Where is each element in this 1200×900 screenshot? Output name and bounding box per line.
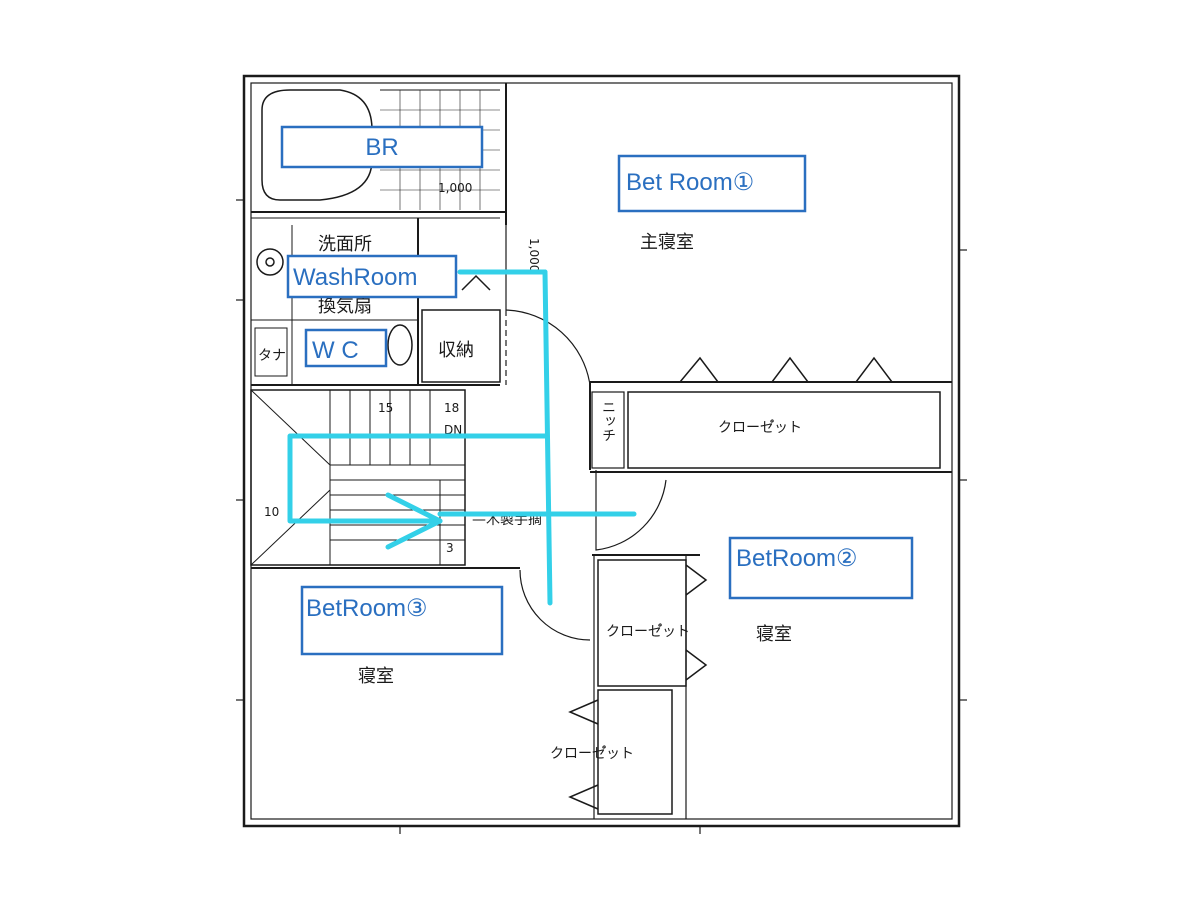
annotation-wc: W C — [312, 337, 359, 364]
label-storage: 収納 — [438, 340, 474, 361]
annotation-box-wc — [304, 328, 388, 368]
dim-hall-length: 1,000 — [527, 238, 541, 272]
step-3: 3 — [446, 541, 454, 555]
stairs — [250, 389, 465, 566]
annotation-br: BR — [365, 134, 398, 161]
label-bedroom2: 寝室 — [756, 624, 792, 645]
step-15: 15 — [378, 401, 393, 415]
annotation-box-washroom — [286, 254, 458, 299]
label-washroom: 洗面所 — [318, 234, 372, 255]
annotation-bedroom2: BetRoom② — [736, 545, 858, 572]
annotation-box-bedroom3 — [300, 585, 504, 656]
label-closet-bedroom2: クローゼ゚ット — [606, 624, 690, 640]
annotation-bedroom3: BetRoom③ — [306, 595, 428, 622]
annotations — [280, 125, 914, 656]
label-niche: ニッチ — [600, 400, 616, 442]
dim-bath-width: 1,000 — [438, 181, 472, 195]
door-swings — [505, 309, 667, 641]
annotation-box-br — [280, 125, 484, 169]
annotation-box-bedroom1 — [617, 154, 807, 213]
interior-walls — [250, 83, 952, 819]
label-closet-lower: クローゼ゚ット — [550, 746, 634, 762]
annotation-box-bedroom2 — [728, 536, 914, 600]
label-bedroom3: 寝室 — [358, 666, 394, 687]
step-18: 18 — [444, 401, 459, 415]
sink — [256, 248, 284, 276]
step-10: 10 — [264, 505, 279, 519]
closet-doors — [461, 274, 893, 810]
label-master-bedroom: 主寝室 — [640, 232, 694, 253]
route-lines — [287, 269, 637, 606]
annotation-bedroom1: Bet Room① — [626, 169, 754, 196]
label-closet-master: クローゼ゚ット — [718, 420, 802, 436]
label-shelf: タナ — [258, 348, 286, 364]
annotation-washroom: WashRoom — [293, 264, 417, 291]
outer-walls — [236, 74, 967, 834]
label-ventilation-fan: 換気扇 — [318, 296, 372, 317]
toilet — [387, 324, 413, 366]
